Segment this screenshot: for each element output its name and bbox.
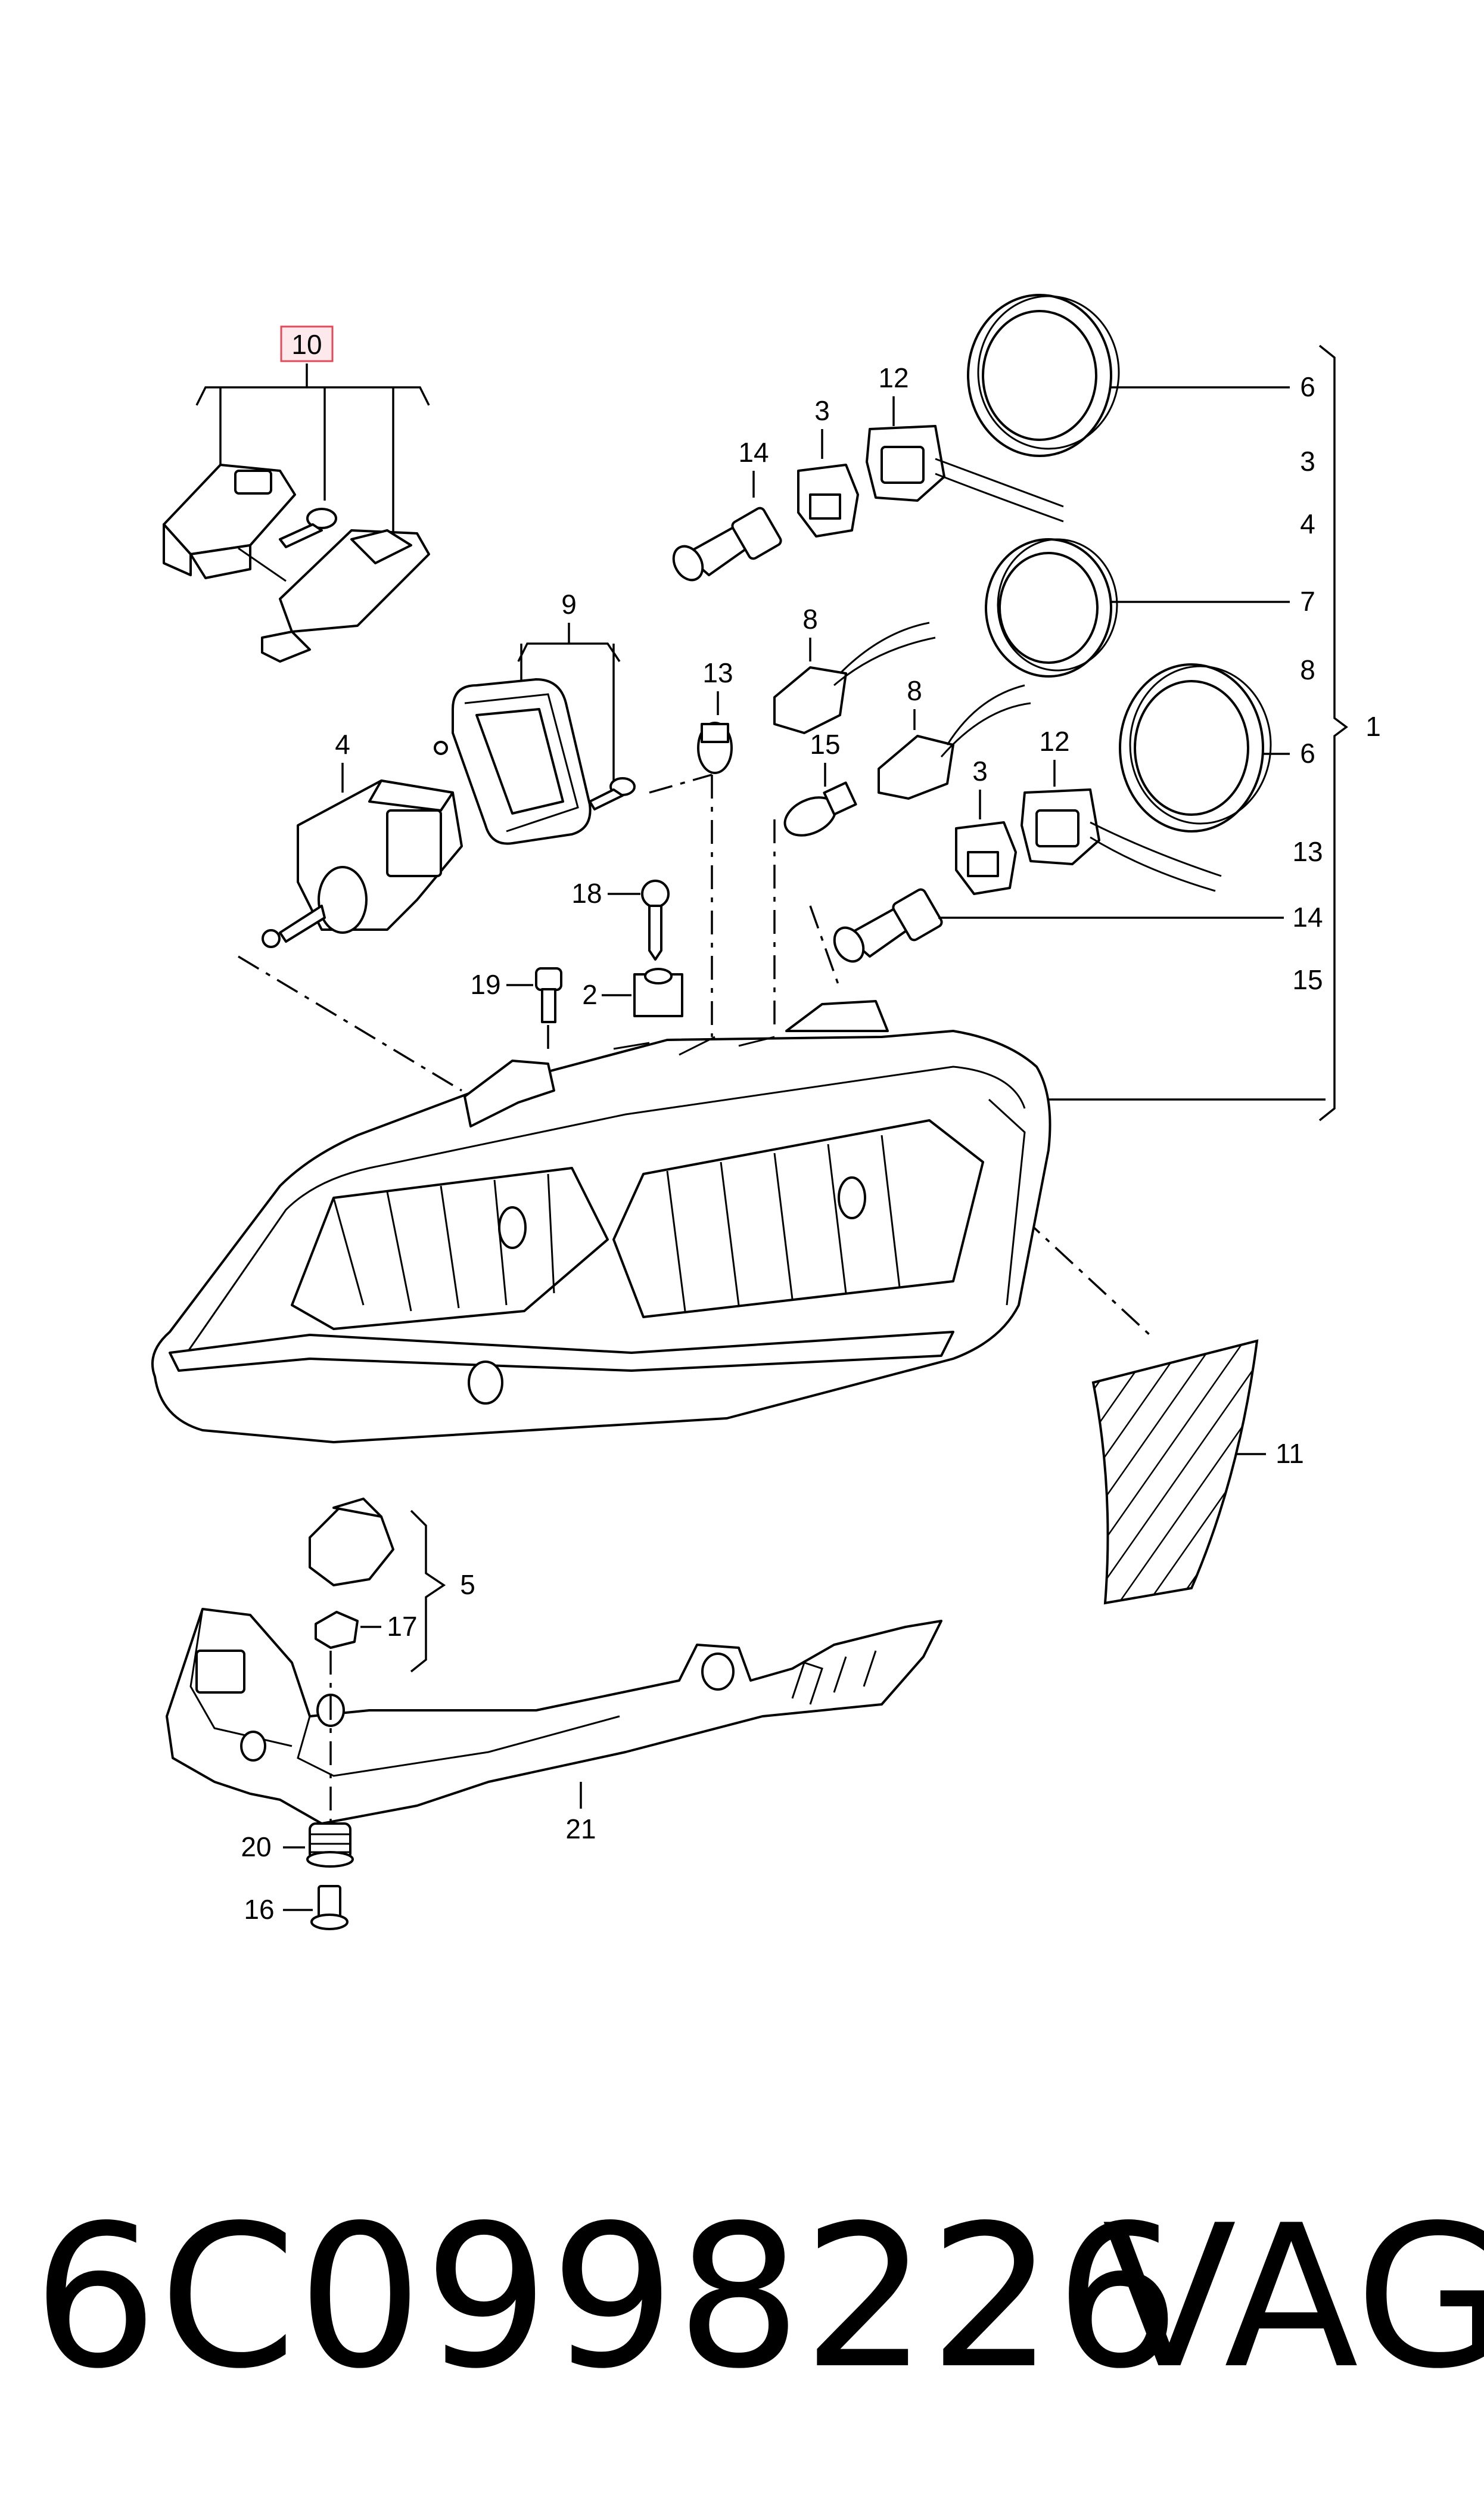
screw-9 xyxy=(589,777,636,810)
callout-15-right: 15 xyxy=(1292,964,1323,995)
seal-cap-7 xyxy=(985,538,1118,678)
callout-6-top: 6 xyxy=(1300,371,1315,402)
part-21-group: 21 xyxy=(166,1608,942,1844)
callout-1: 1 xyxy=(1365,711,1381,742)
bulb-holder-3-low xyxy=(955,821,1017,895)
callout-16: 16 xyxy=(244,1894,274,1925)
callout-5: 5 xyxy=(460,1569,475,1600)
bulbs-and-holders: 14 3 12 13 8 8 xyxy=(672,362,1222,963)
callout-20: 20 xyxy=(241,1831,271,1862)
clip-5 xyxy=(309,1498,394,1586)
bulb-15-mid xyxy=(783,781,857,837)
callout-6-low: 6 xyxy=(1300,738,1315,769)
bulb-13-mid xyxy=(697,722,733,774)
mount-tab-right xyxy=(785,1000,889,1032)
seal-rings xyxy=(967,294,1272,833)
callout-12-low: 12 xyxy=(1039,726,1069,757)
callout-10: 10 xyxy=(291,329,322,360)
callout-10-highlight-box xyxy=(280,325,334,362)
part-4-group: 4 xyxy=(262,729,463,948)
callout-18: 18 xyxy=(571,878,602,909)
leader-10-bracket xyxy=(195,364,430,536)
clip-left xyxy=(163,464,296,579)
nut-2 xyxy=(633,968,683,1017)
callout-8-right: 8 xyxy=(1300,654,1315,685)
drl-strip xyxy=(169,1331,954,1372)
part-11-group: 11 xyxy=(1091,1339,1304,1605)
part-9-group: 9 xyxy=(434,589,636,845)
headlight-housing[interactable] xyxy=(151,1000,1051,1443)
part-number: 6C0998226 xyxy=(33,2183,1182,2412)
parts-18-19-2: 18 19 2 xyxy=(470,878,683,1023)
callout-12-top: 12 xyxy=(878,362,909,393)
parts-20-16: 20 16 xyxy=(241,1651,354,1930)
seal-cap-6-top xyxy=(967,294,1120,457)
callout-13-mid: 13 xyxy=(702,657,733,688)
grommet-20 xyxy=(306,1822,354,1868)
connector-12-low xyxy=(1021,788,1222,892)
callout-4-right: 4 xyxy=(1300,508,1315,539)
brace-1 xyxy=(1318,344,1348,1122)
part-10-group: 10 xyxy=(163,325,430,663)
callout-8-low: 8 xyxy=(907,675,922,706)
callout-15-mid: 15 xyxy=(810,729,840,760)
lamp-frame-9 xyxy=(434,678,592,845)
callout-17: 17 xyxy=(387,1611,417,1642)
repair-bracket-21 xyxy=(166,1608,942,1825)
parts-5-17: 5 17 xyxy=(309,1498,475,1673)
brand-name: VAG xyxy=(1102,2183,1484,2412)
screw-18 xyxy=(641,880,670,961)
connector-12-top xyxy=(866,425,1064,523)
callout-14-top: 14 xyxy=(738,437,769,468)
callout-19: 19 xyxy=(470,969,500,1000)
brace-5 xyxy=(410,1509,446,1673)
callout-9: 9 xyxy=(561,589,577,620)
clip-right xyxy=(238,529,430,663)
headlight-range-motor-4 xyxy=(262,779,463,948)
callout-7: 7 xyxy=(1300,586,1315,617)
callout-14-right: 14 xyxy=(1292,902,1323,933)
right-callout-column: 6 3 4 7 8 6 13 14 15 1 xyxy=(938,344,1381,1122)
callout-11: 11 xyxy=(1275,1438,1304,1469)
callout-8-mid: 8 xyxy=(802,604,818,635)
nut-17 xyxy=(315,1611,359,1649)
mount-tab-left xyxy=(463,1060,555,1128)
callout-3-top: 3 xyxy=(814,395,830,426)
leader-9-bracket xyxy=(517,623,621,781)
bulb-h7-14-top xyxy=(672,507,782,582)
bulb-holder-3-top xyxy=(797,464,859,538)
callout-3-low: 3 xyxy=(972,756,988,787)
bulb-h7-14-low xyxy=(833,888,943,963)
callout-3-right: 3 xyxy=(1300,446,1315,477)
screw-10 xyxy=(279,508,337,548)
exploded-parts-diagram: 10 9 xyxy=(151,294,1381,1930)
socket-8-mid xyxy=(773,622,936,734)
reflector-right xyxy=(612,1119,984,1318)
callout-13-right: 13 xyxy=(1292,836,1323,867)
screw-19 xyxy=(535,967,562,1023)
callout-2: 2 xyxy=(582,979,598,1010)
hatched-cover-11 xyxy=(1091,1339,1259,1605)
socket-8-low xyxy=(878,684,1031,800)
callout-21: 21 xyxy=(565,1813,596,1844)
seal-cap-6-low xyxy=(1119,663,1272,833)
screw-16 xyxy=(310,1885,349,1930)
callout-4: 4 xyxy=(335,729,350,760)
